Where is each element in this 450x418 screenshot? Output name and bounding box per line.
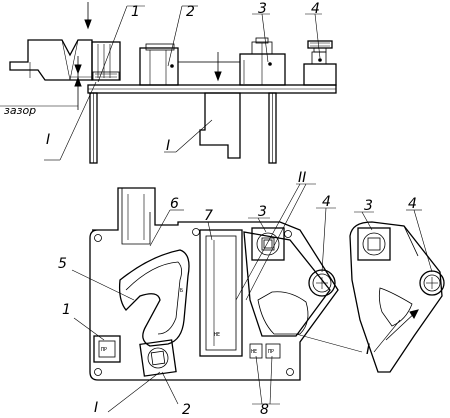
leader-bI — [107, 371, 161, 413]
leader-b5 — [71, 269, 135, 301]
leader-b4b — [413, 209, 433, 273]
label-top-4: 4 — [311, 1, 320, 17]
label-top-1: 1 — [131, 4, 140, 20]
leader-bI-right — [295, 333, 363, 353]
part-3-assembly — [239, 53, 286, 86]
leader-1 — [97, 5, 128, 83]
leader-b4 — [321, 207, 327, 273]
label-roman-I-mid: I — [166, 138, 170, 154]
detached-lever — [349, 221, 443, 373]
label-b-2: 2 — [182, 402, 191, 418]
leader-b6 — [149, 209, 171, 247]
casting-I — [199, 92, 241, 159]
stud-3 — [251, 227, 285, 261]
leader-b8a — [255, 355, 263, 405]
mark-pr: ПР — [101, 347, 107, 353]
mount-hole — [94, 368, 102, 376]
mark-b: Б — [180, 288, 183, 294]
part-1-square — [93, 335, 121, 363]
mount-hole — [284, 230, 292, 238]
part-4-knob-base — [303, 63, 337, 86]
mark-pr2: ПР — [268, 349, 274, 355]
leader-b1 — [73, 317, 105, 341]
workpiece-left — [9, 39, 93, 81]
plan-view: ПР НЕ ПР — [71, 183, 445, 413]
swing-arm — [243, 231, 331, 337]
mount-hole — [94, 234, 102, 242]
fixture-plate — [89, 187, 339, 381]
leader-I-mid — [175, 119, 213, 153]
label-b-roman-I: I — [94, 400, 98, 416]
label-roman-I-left: I — [46, 132, 50, 148]
side-view — [0, 2, 337, 164]
part-4-knob-head — [307, 40, 333, 49]
label-b-4-right: 4 — [408, 196, 417, 212]
label-b-1: 1 — [62, 302, 71, 318]
mark-ne: НЕ — [251, 349, 257, 355]
block-8b — [265, 343, 281, 359]
slot-7 — [199, 229, 243, 357]
leader-b7 — [207, 221, 213, 241]
stud-3-detached — [357, 227, 391, 261]
mount-hole — [192, 228, 200, 236]
leader-I-left — [59, 81, 97, 161]
label-b-8: 8 — [260, 402, 269, 418]
mount-hole — [286, 368, 294, 376]
label-top-2: 2 — [186, 4, 195, 20]
mark-ne-slot: НЕ — [214, 332, 220, 338]
leader-2 — [167, 5, 183, 67]
label-gap: зазор — [4, 104, 36, 117]
label-b-roman-I-right: I — [366, 342, 370, 358]
label-b-6: 6 — [170, 196, 179, 212]
stud-2 — [139, 339, 177, 377]
label-top-3: 3 — [258, 1, 267, 17]
leader-bII — [235, 183, 301, 301]
label-b-5: 5 — [58, 256, 67, 272]
leader-b3 — [257, 217, 267, 233]
label-b-3-right: 3 — [364, 198, 373, 214]
leader-4 — [314, 13, 321, 59]
label-b-roman-II: II — [298, 170, 306, 186]
label-b-4: 4 — [322, 194, 331, 210]
label-b-7: 7 — [204, 208, 213, 224]
leader-3 — [261, 13, 269, 63]
leader-b2 — [161, 371, 179, 405]
clamp-lever-5 — [118, 249, 190, 347]
leader-b3b — [361, 211, 373, 231]
label-b-3: 3 — [258, 204, 267, 220]
bracket-6 — [121, 188, 151, 245]
